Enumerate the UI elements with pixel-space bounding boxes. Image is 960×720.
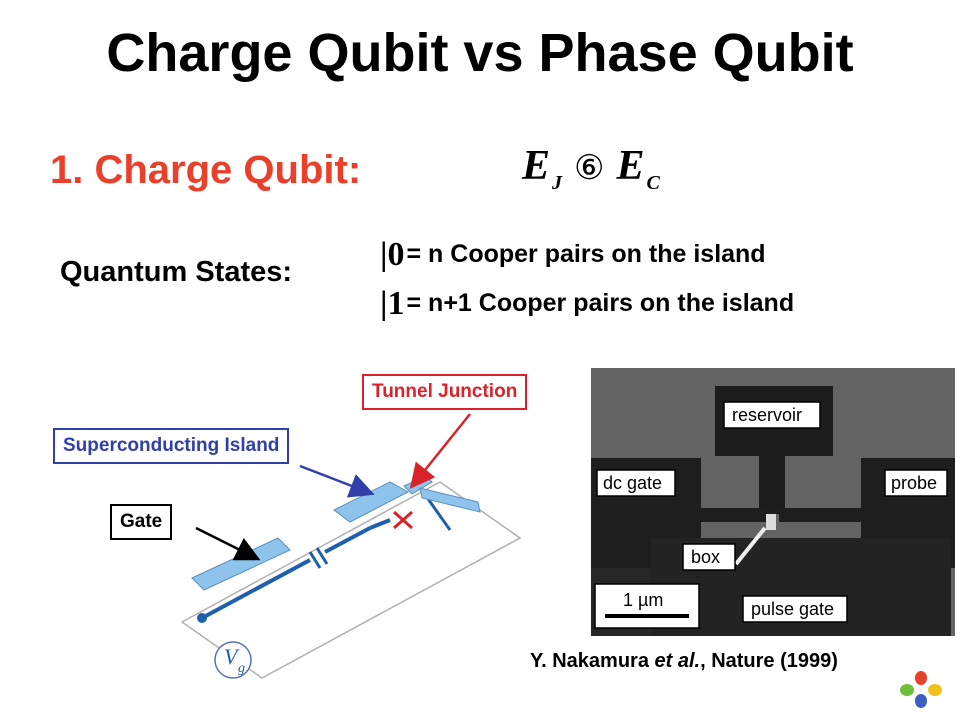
gate-capacitor	[308, 547, 329, 569]
gate-voltage-symbol: V	[224, 644, 240, 669]
gate-callout: Gate	[110, 504, 173, 540]
island-lead-wire	[324, 526, 371, 554]
tunnel-junction-symbol	[393, 510, 413, 530]
four-petal-logo-icon	[900, 671, 942, 708]
sem-micrograph: reservoir dc gate probe box pulse gate 1…	[591, 368, 955, 636]
relation-symbol: ⑥	[574, 148, 605, 188]
gate-lead-wire	[201, 558, 311, 620]
state-one-text: = n+1 Cooper pairs on the island	[406, 289, 795, 317]
dc-gate-label: dc gate	[603, 473, 662, 493]
citation-journal: , Nature (1999)	[700, 650, 838, 672]
citation-author: Y. Nakamura	[530, 650, 655, 672]
gate-electrode	[191, 537, 291, 591]
state-one: |1= n+1 Cooper pairs on the island	[380, 285, 794, 323]
charging-energy-symbol: E	[616, 143, 645, 189]
pulse-gate-label: pulse gate	[751, 599, 834, 619]
state-one-ket: |1	[380, 285, 405, 322]
gate-voltage-subscript: g	[238, 661, 245, 676]
superconducting-island-callout: Superconducting Island	[53, 428, 290, 464]
state-zero: |0= n Cooper pairs on the island	[380, 236, 766, 274]
citation-etal: et al.	[654, 650, 701, 672]
voltage-source: V g	[197, 613, 252, 679]
josephson-energy-subscript: J	[552, 172, 563, 194]
reservoir-label: reservoir	[732, 405, 802, 425]
section-heading: 1. Charge Qubit:	[50, 148, 362, 192]
josephson-energy-symbol: E	[522, 143, 551, 189]
box-label: box	[691, 547, 720, 567]
state-zero-text: = n Cooper pairs on the island	[406, 240, 766, 268]
scalebar-label: 1 µm	[623, 590, 663, 610]
quantum-states-label: Quantum States:	[60, 256, 293, 288]
tunnel-junction-callout: Tunnel Junction	[362, 374, 528, 410]
probe-label: probe	[891, 473, 937, 493]
state-zero-ket: |0	[380, 236, 405, 273]
charging-energy-subscript: C	[646, 172, 660, 194]
slide-title: Charge Qubit vs Phase Qubit	[106, 23, 854, 83]
citation: Y. Nakamura et al., Nature (1999)	[530, 650, 838, 673]
charge-qubit-circuit: V g	[180, 475, 522, 679]
